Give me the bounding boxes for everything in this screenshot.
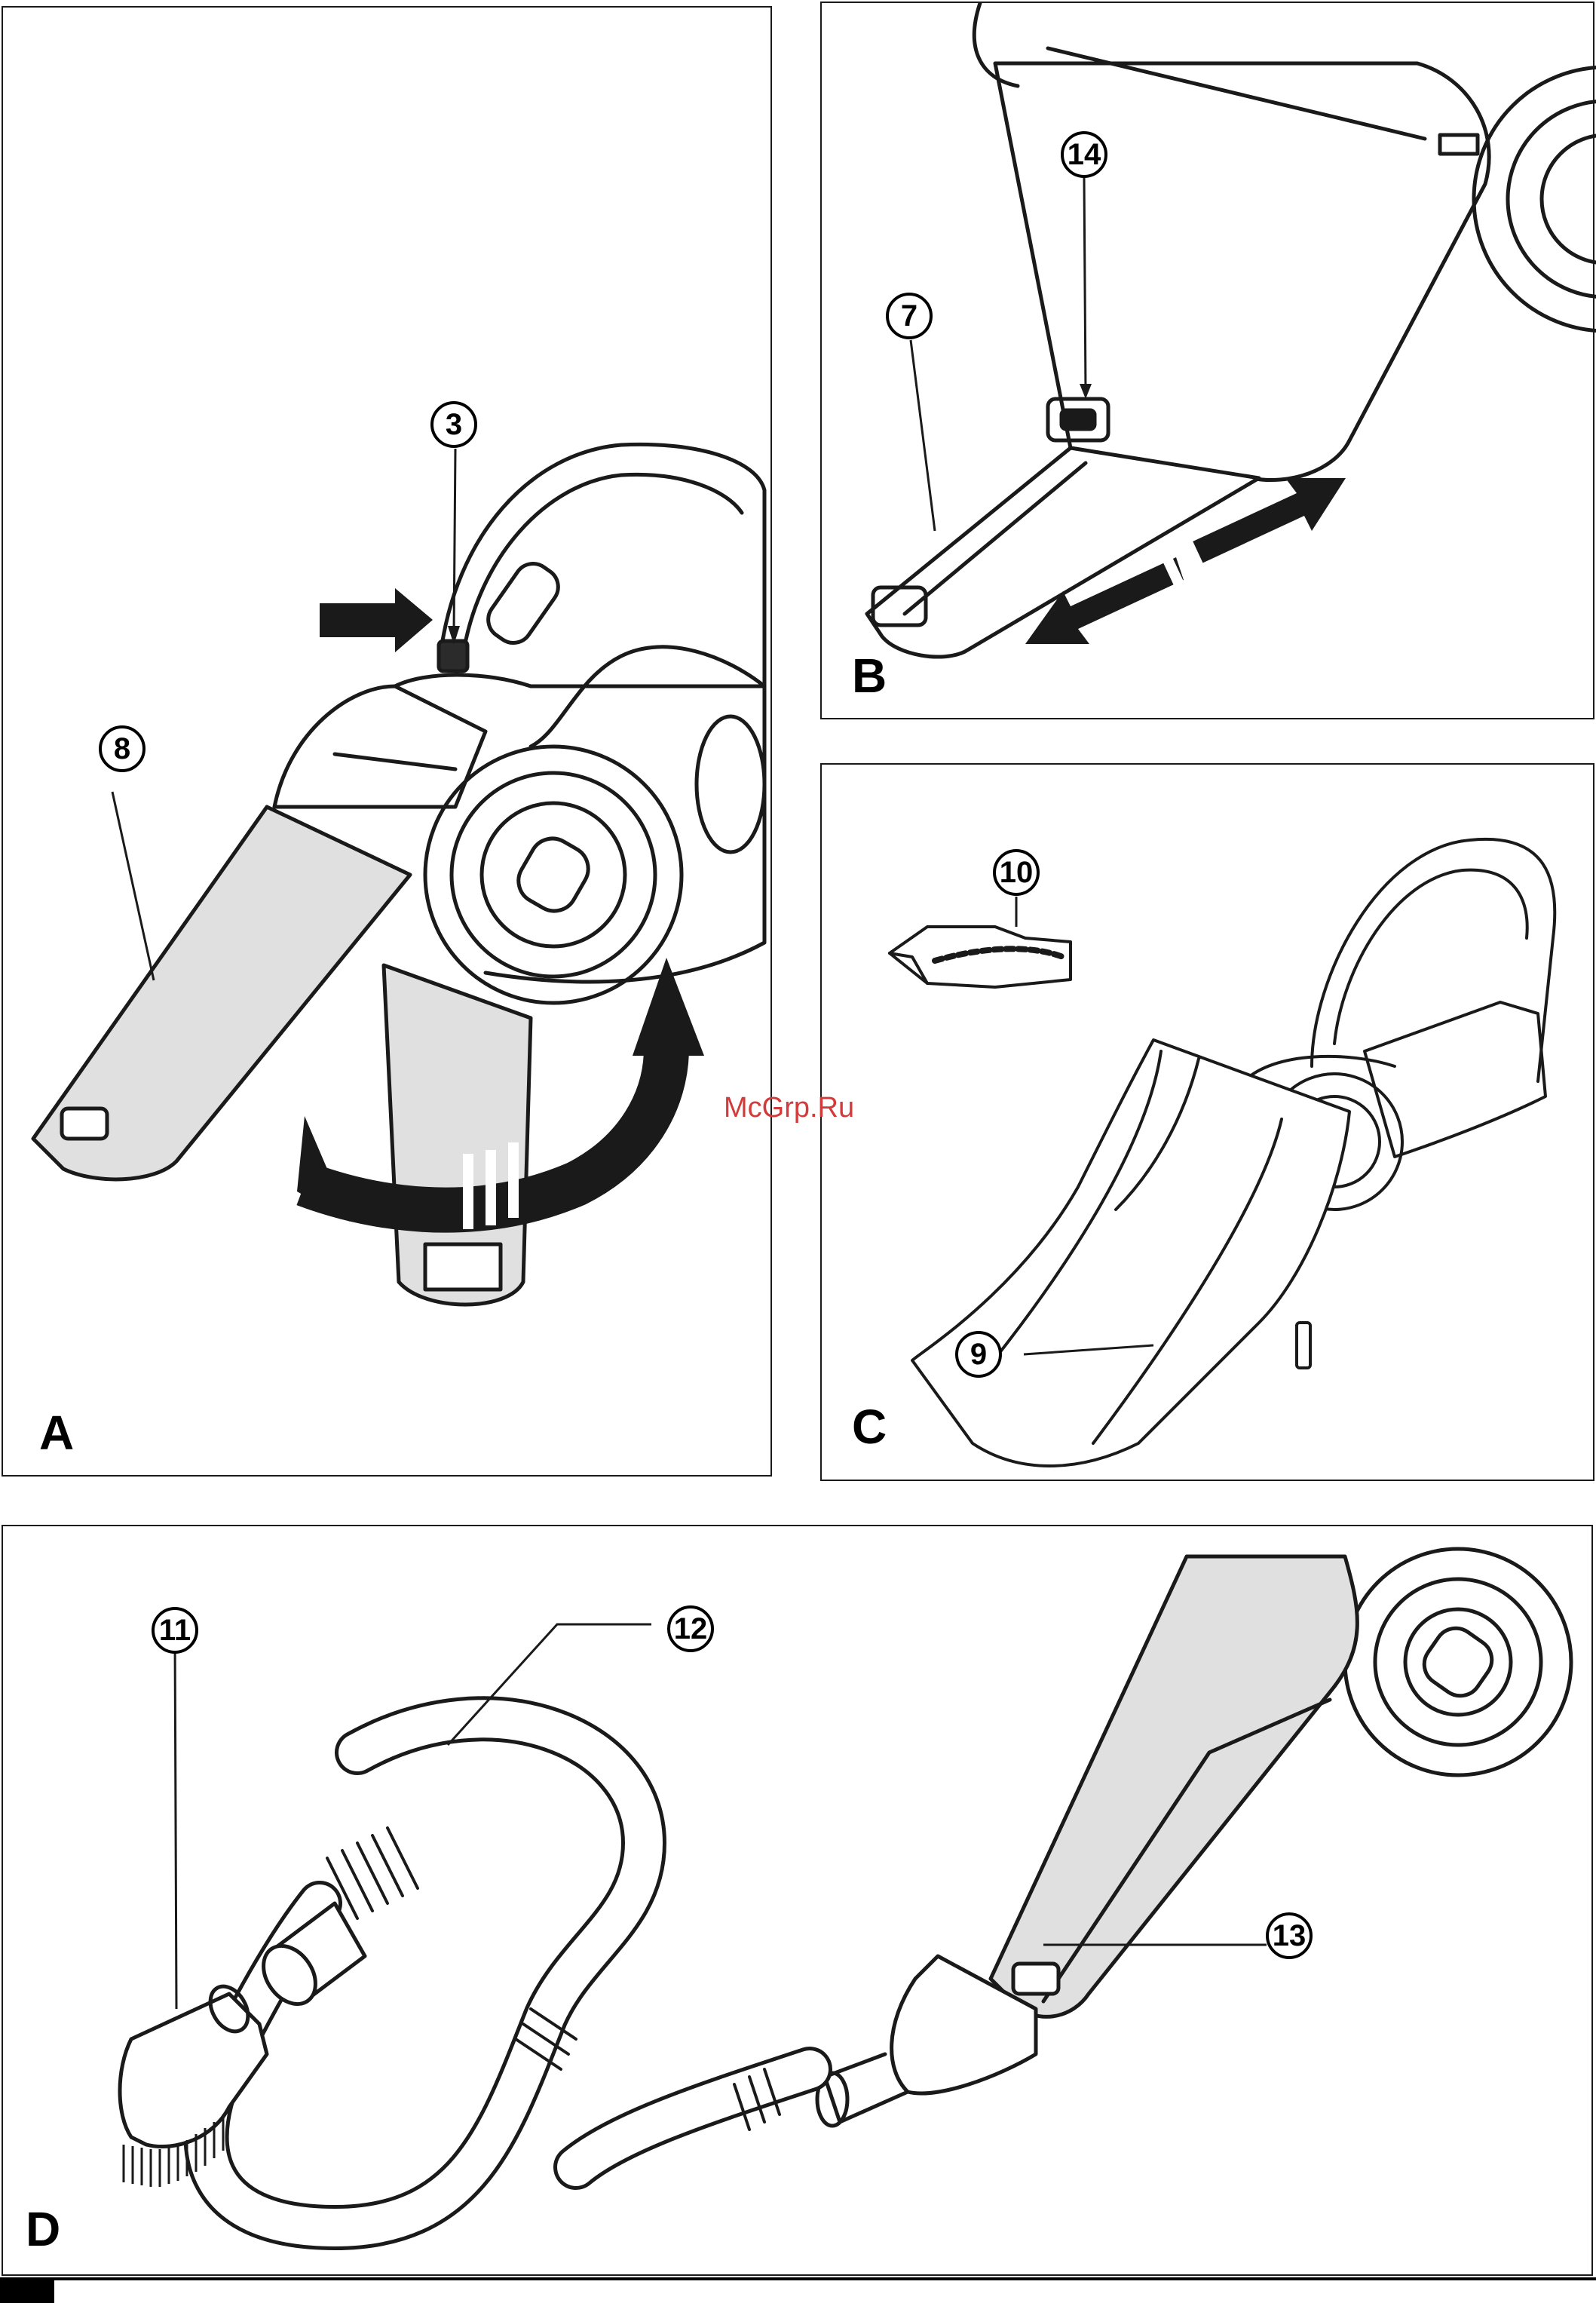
vacuum-body <box>395 675 764 982</box>
panel-b: 14 7 B <box>820 2 1594 719</box>
callout-14: 14 <box>1061 131 1107 178</box>
panel-d-letter: D <box>26 2205 60 2253</box>
panel-a: 3 8 A <box>2 6 772 1477</box>
callout-7: 7 <box>886 293 933 339</box>
callout-11: 11 <box>152 1607 198 1654</box>
footer-page-block <box>0 2279 54 2303</box>
callout-10: 10 <box>993 849 1040 896</box>
push-arrow-icon <box>320 588 433 652</box>
callout-12: 12 <box>667 1605 714 1652</box>
panel-b-illustration <box>822 3 1596 721</box>
filter-bag-9 <box>912 1040 1349 1466</box>
panel-d: 11 12 13 D <box>2 1525 1593 2276</box>
brush-11 <box>120 1994 267 2147</box>
callout-9: 9 <box>955 1331 1002 1378</box>
callout-13: 13 <box>1266 1912 1313 1959</box>
panel-b-letter: B <box>852 652 887 700</box>
callout-8: 8 <box>99 725 146 772</box>
panel-d-illustration <box>3 1526 1594 2277</box>
panel-c: 10 9 C <box>820 763 1594 1481</box>
watermark: McGrp.Ru <box>724 1092 854 1124</box>
release-button <box>439 641 467 671</box>
footer-rule <box>0 2277 1596 2280</box>
panel-c-illustration <box>822 765 1596 1483</box>
callout-3: 3 <box>430 401 477 448</box>
panel-a-letter: A <box>39 1409 74 1457</box>
filter-detail-10 <box>890 927 1071 987</box>
panel-c-letter: C <box>852 1403 887 1451</box>
